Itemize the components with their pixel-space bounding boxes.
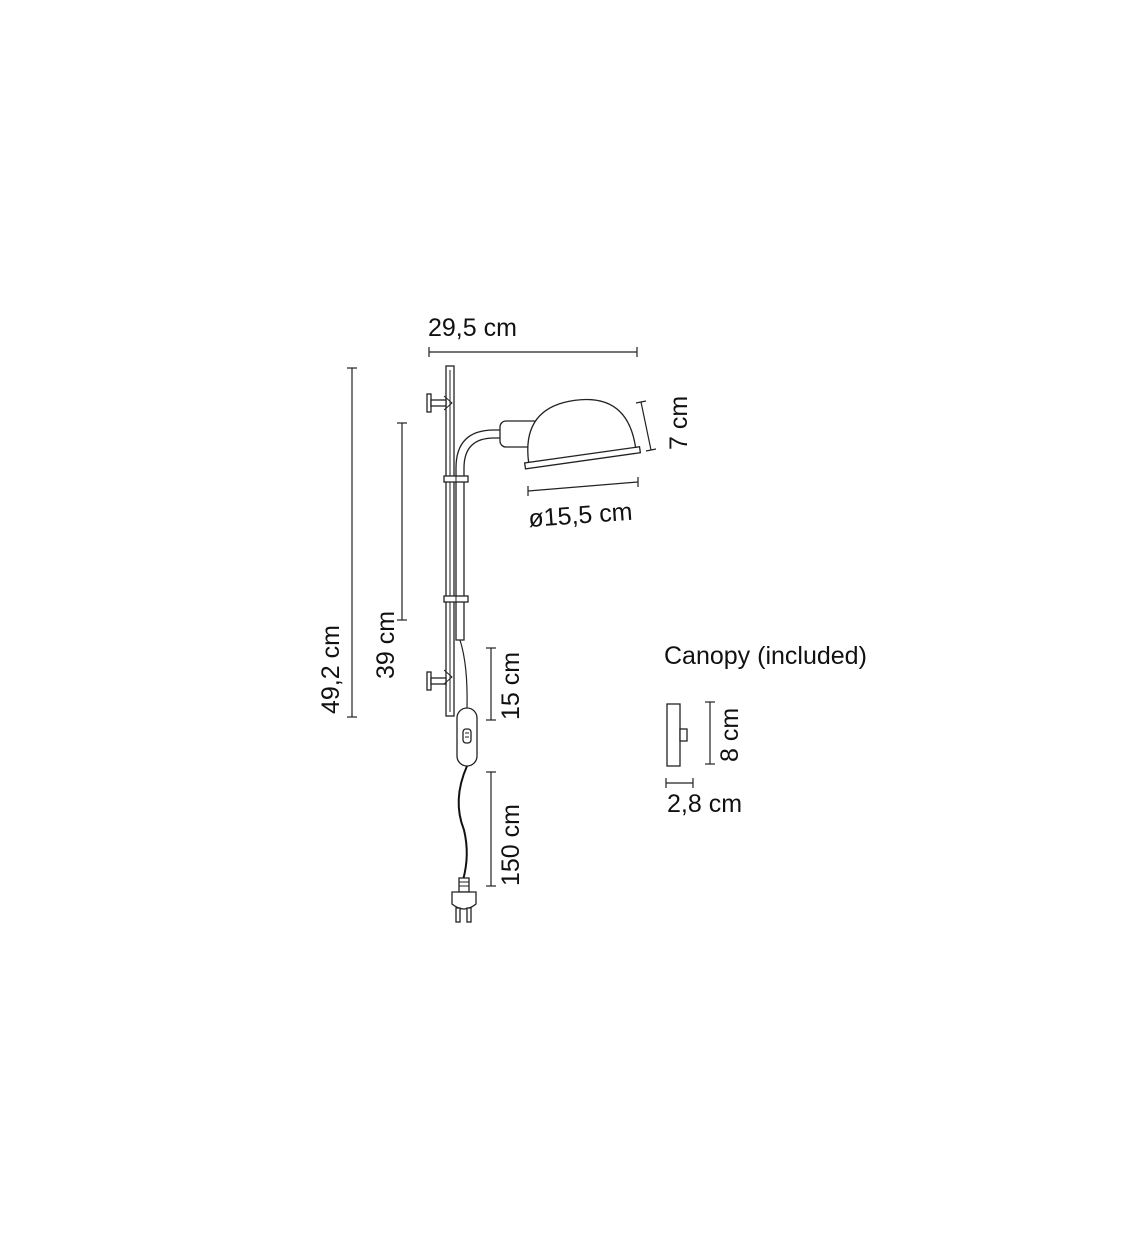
canopy-title: Canopy (included) bbox=[664, 642, 867, 670]
inline-switch bbox=[456, 707, 478, 767]
lamp-shade bbox=[523, 398, 642, 470]
cable-to-switch bbox=[459, 639, 468, 709]
power-cable-label: 150 cm bbox=[497, 804, 525, 886]
height-total-label: 49,2 cm bbox=[317, 625, 345, 714]
canopy-width-label: 2,8 cm bbox=[667, 790, 742, 818]
switch-cable-label: 15 cm bbox=[497, 652, 525, 720]
canopy-drawing bbox=[666, 703, 688, 767]
switch-cable-dimension: 15 cm bbox=[486, 647, 525, 721]
width-dimension: 29,5 cm bbox=[428, 314, 638, 357]
power-cable bbox=[457, 765, 468, 881]
power-plug bbox=[451, 877, 477, 923]
lower-clamp bbox=[443, 595, 469, 603]
upper-clamp bbox=[443, 475, 469, 483]
height-dimension: 49,2 cm bbox=[317, 367, 357, 718]
wall-lamp-drawing bbox=[426, 365, 642, 923]
rail-length-label: 39 cm bbox=[372, 611, 400, 679]
shade-diameter-label: ø15,5 cm bbox=[527, 498, 633, 533]
top-wall-bracket bbox=[426, 393, 453, 413]
shade-height-dimension: 7 cm bbox=[635, 396, 693, 452]
lamp-arm bbox=[455, 429, 503, 641]
shade-diameter-dimension: ø15,5 cm bbox=[527, 477, 639, 533]
rail-dimension: 39 cm bbox=[372, 422, 407, 679]
power-cable-dimension: 150 cm bbox=[486, 771, 525, 887]
width-total-label: 29,5 cm bbox=[428, 314, 517, 342]
canopy-section: Canopy (included) 8 cm 2,8 cm bbox=[664, 642, 867, 818]
canopy-height-label: 8 cm bbox=[716, 708, 744, 762]
bottom-wall-bracket bbox=[426, 669, 453, 691]
shade-height-label: 7 cm bbox=[665, 396, 693, 450]
